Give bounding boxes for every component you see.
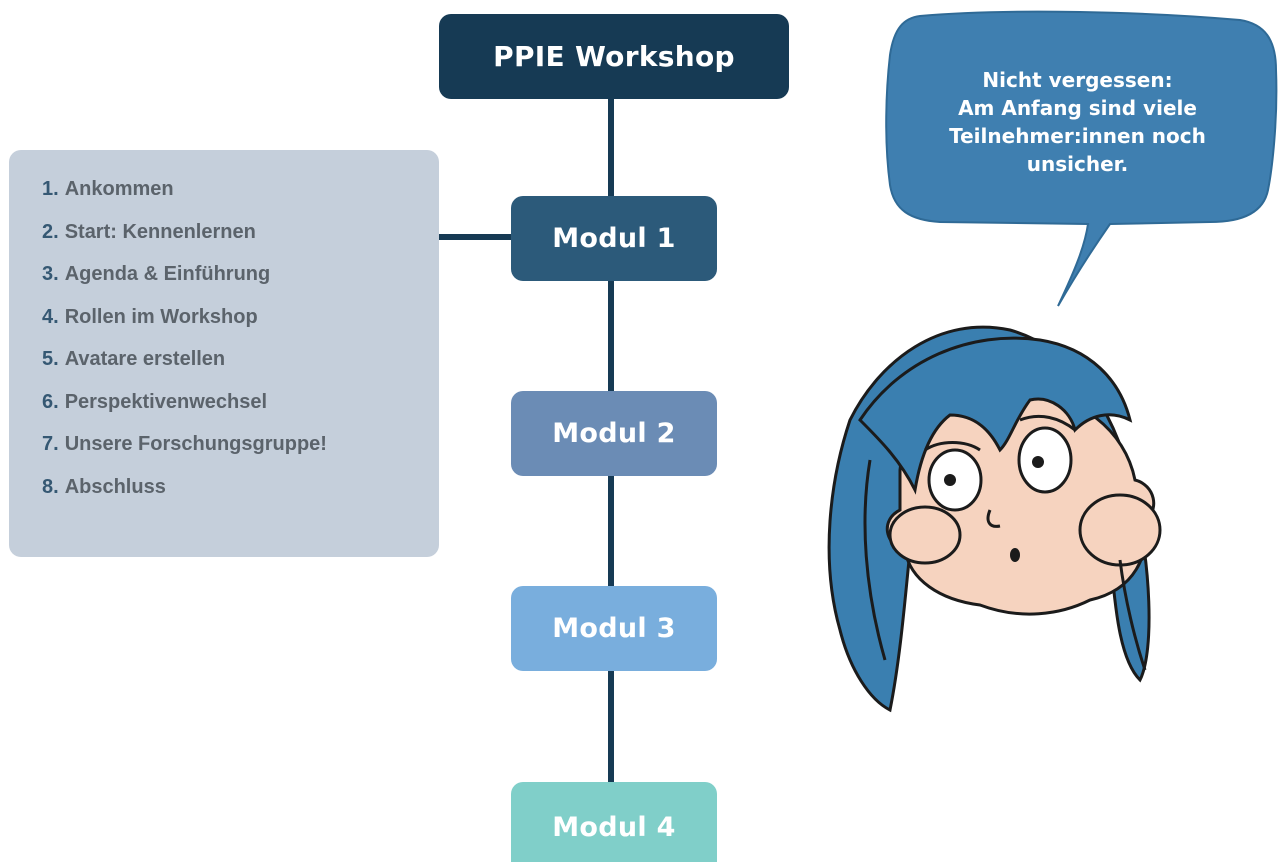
- speech-bubble-line: Teilnehmer:innen noch: [949, 124, 1206, 148]
- agenda-panel: 1.Ankommen 2.Start: Kennenlernen 3.Agend…: [9, 150, 439, 557]
- left-cheek: [888, 505, 962, 565]
- left-eyebrow: [924, 441, 981, 452]
- agenda-item-label: Rollen im Workshop: [64, 305, 258, 328]
- module-node-1: Modul 1: [511, 196, 717, 281]
- right-eye: [1017, 426, 1073, 494]
- agenda-item-label: Agenda & Einführung: [64, 263, 271, 285]
- speech-bubble-shape: [885, 10, 1278, 307]
- agenda-connector-line: [438, 234, 518, 240]
- agenda-item: 3.Agenda & Einführung: [42, 261, 439, 304]
- agenda-item-label: Abschluss: [64, 475, 166, 498]
- agenda-item-label: Start: Kennenlernen: [64, 220, 256, 243]
- agenda-item-number: 5.: [42, 348, 59, 370]
- agenda-item: 4.Rollen im Workshop: [42, 304, 439, 347]
- right-cheek: [1078, 493, 1162, 567]
- root-node-ppie-workshop: PPIE Workshop: [439, 14, 789, 99]
- mouth: [1010, 548, 1020, 562]
- hair-strand-right: [1118, 559, 1147, 671]
- agenda-item: 2.Start: Kennenlernen: [42, 219, 439, 262]
- agenda-item: 5.Avatare erstellen: [42, 346, 439, 389]
- agenda-item: 1.Ankommen: [42, 176, 439, 219]
- agenda-item-label: Ankommen: [64, 178, 174, 200]
- right-eyebrow: [1019, 414, 1076, 432]
- speech-bubble-line: Nicht vergessen:: [982, 68, 1173, 92]
- agenda-item-label: Unsere Forschungsgruppe!: [64, 433, 327, 455]
- agenda-item-label: Avatare erstellen: [64, 348, 226, 370]
- agenda-item: 8.Abschluss: [42, 474, 439, 517]
- module-node-4: Modul 4: [511, 782, 717, 862]
- speech-bubble-line: unsicher.: [1026, 152, 1129, 176]
- cartoon-girl-face-illustration: [827, 325, 1162, 713]
- agenda-item-label: Perspektivenwechsel: [64, 390, 268, 413]
- module-node-3: Modul 3: [511, 586, 717, 671]
- left-pupil: [944, 474, 956, 486]
- nose: [986, 509, 1001, 528]
- speech-bubble-line: Am Anfang sind viele: [958, 96, 1197, 120]
- agenda-item: 6.Perspektivenwechsel: [42, 389, 439, 432]
- speech-bubble-path: [885, 10, 1278, 307]
- agenda-item-number: 2.: [42, 220, 59, 243]
- agenda-item-number: 4.: [42, 305, 59, 328]
- agenda-item-number: 3.: [42, 263, 59, 285]
- hair-strand-left: [863, 459, 887, 661]
- agenda-list: 1.Ankommen 2.Start: Kennenlernen 3.Agend…: [42, 176, 439, 516]
- agenda-item-number: 1.: [42, 178, 59, 200]
- speech-bubble-text: Nicht vergessen: Am Anfang sind viele Te…: [900, 66, 1255, 178]
- agenda-item-number: 6.: [42, 390, 59, 413]
- agenda-item-number: 8.: [42, 475, 59, 498]
- right-pupil: [1032, 456, 1044, 468]
- module-node-2: Modul 2: [511, 391, 717, 476]
- hair-fringe: [858, 336, 1133, 495]
- agenda-item: 7.Unsere Forschungsgruppe!: [42, 431, 439, 474]
- agenda-item-number: 7.: [42, 433, 59, 455]
